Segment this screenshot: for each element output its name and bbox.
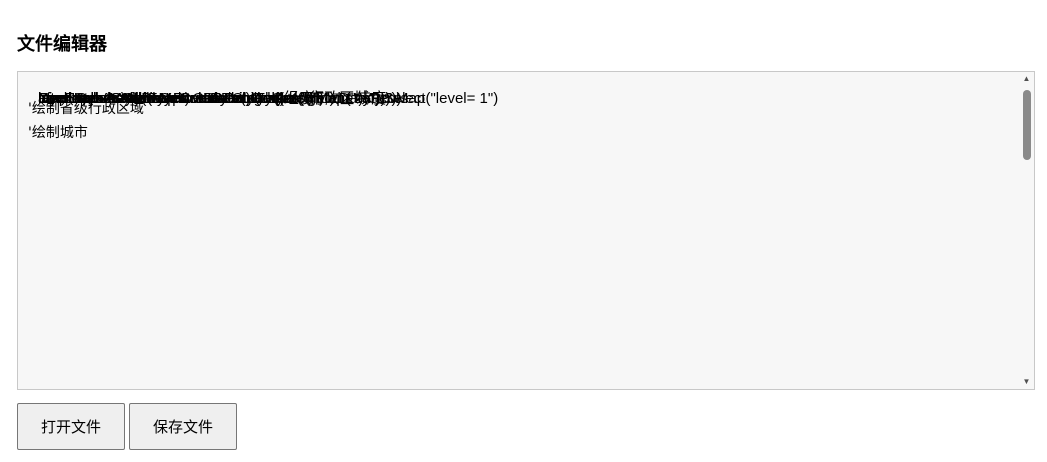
code-line: For Each dr As DataRow In DataTables("行政… [38,90,499,107]
code-line: Dim mark As New VectorPlacemark() [38,90,285,107]
code-line: layer.LabelStyle.ForeColor = Color.Green [38,90,313,107]
vertical-scrollbar[interactable]: ▲ ▼ [1019,72,1034,389]
scroll-up-arrow-icon[interactable]: ▲ [1022,74,1031,83]
code-comment-line: '绘制省级行政区域 [28,101,144,117]
code-line: layer.Items.Add(map.CreatePolygon(dr("ge… [38,90,391,107]
scroll-thumb[interactable] [1023,90,1031,160]
code-line: layer.LabelVisibility = LabelVisibility.… [38,90,337,107]
code-comment-line: '绘制城市 [28,125,88,141]
code-line: layer.Style.Stroke.Color = Color.Gray [38,90,284,107]
save-file-button[interactable]: 保存文件 [129,403,237,450]
code-line: Dim layer As New VectorLayer() [38,90,251,107]
code-line: Next [38,90,69,107]
code-line: map.Layers.Add(layer) [38,90,190,107]
code-line: Dim map As GeoMap = e.Form.Controls("Map… [38,90,426,107]
code-line: For Each dr As DataRow In DataTables("市"… [38,90,408,107]
code-line: afterload [38,90,97,107]
code-line: mark.Geometry = New GeoPoint(dr("经度"), d… [38,90,402,107]
page-title: 文件编辑器 [17,34,107,55]
scroll-down-arrow-icon[interactable]: ▼ [1022,377,1031,386]
open-file-button[interactable]: 打开文件 [17,403,125,450]
